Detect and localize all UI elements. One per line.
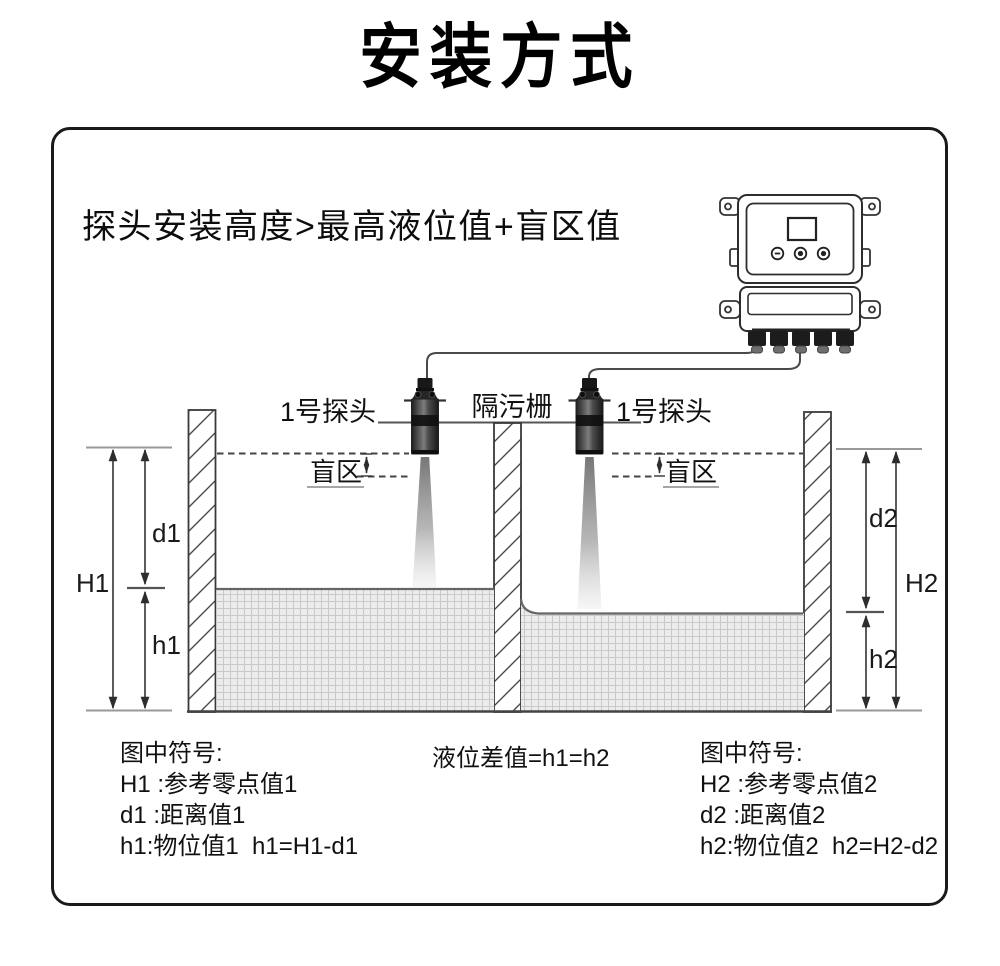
legend-left-heading: 图中符号: [120, 740, 223, 767]
right-probe [568, 378, 611, 455]
dimension-arrows [108, 448, 901, 710]
controller-mount-ears [719, 197, 881, 319]
left-probe-beam [412, 457, 437, 587]
separation-grid-wall [493, 422, 522, 713]
water-level-ticks [127, 586, 884, 614]
legend-left-line2: d1 :距离值1 [120, 802, 246, 829]
dim-H1-label: H1 [76, 568, 109, 598]
legend-left-line3: h1:物位值1 h1=H1-d1 [120, 833, 359, 860]
dim-h2-label: h2 [869, 644, 898, 674]
left-tank-wall [187, 409, 217, 713]
right-tank-wall [803, 411, 832, 713]
probe-cables [426, 338, 801, 379]
cable-glands [748, 328, 854, 354]
legend-right-heading: 图中符号: [700, 740, 803, 767]
right-probe-beam [577, 457, 602, 609]
dim-d1-label: d1 [152, 518, 181, 548]
legend-right-line2: d2 :距离值2 [700, 802, 826, 829]
dim-h1-label: h1 [152, 630, 181, 660]
left-probe-label: 1号探头 [280, 397, 376, 427]
right-tank-water [519, 598, 804, 711]
legend-right-line3: h2:物位值2 h2=H2-d2 [700, 833, 939, 860]
max-level-dashed-lines [217, 452, 803, 478]
dim-d2-label: d2 [869, 503, 898, 533]
right-probe-label: 1号探头 [616, 397, 712, 427]
page-title: 安装方式 [359, 18, 641, 96]
controller-display [786, 216, 818, 242]
install-height-note: 探头安装高度>最高液位值+盲区值 [82, 208, 622, 246]
controller-unit [719, 194, 881, 354]
blind-zone-markers [307, 453, 719, 488]
legend-right-line1: H2 :参考零点值2 [700, 771, 878, 798]
dimension-reference-lines [86, 446, 922, 712]
barrier-label: 隔污栅 [472, 392, 553, 422]
diagram-frame [51, 127, 948, 906]
legend-left: 图中符号: H1 :参考零点值1 d1 :距离值1 h1:物位值1 h1=H1-… [120, 738, 358, 862]
blind-zone-label-right: 盲区 [665, 457, 717, 487]
controller-buttons [770, 246, 831, 261]
left-probe [404, 378, 446, 455]
dim-H2-label: H2 [905, 568, 938, 598]
legend-center: 液位差值=h1=h2 [432, 745, 610, 772]
controller-terminal-cover [747, 292, 853, 316]
blind-zone-label-left: 盲区 [310, 457, 362, 487]
legend-right: 图中符号: H2 :参考零点值2 d2 :距离值2 h2:物位值2 h2=H2-… [700, 738, 938, 862]
legend-left-line1: H1 :参考零点值1 [120, 771, 298, 798]
left-tank-water [216, 587, 494, 711]
